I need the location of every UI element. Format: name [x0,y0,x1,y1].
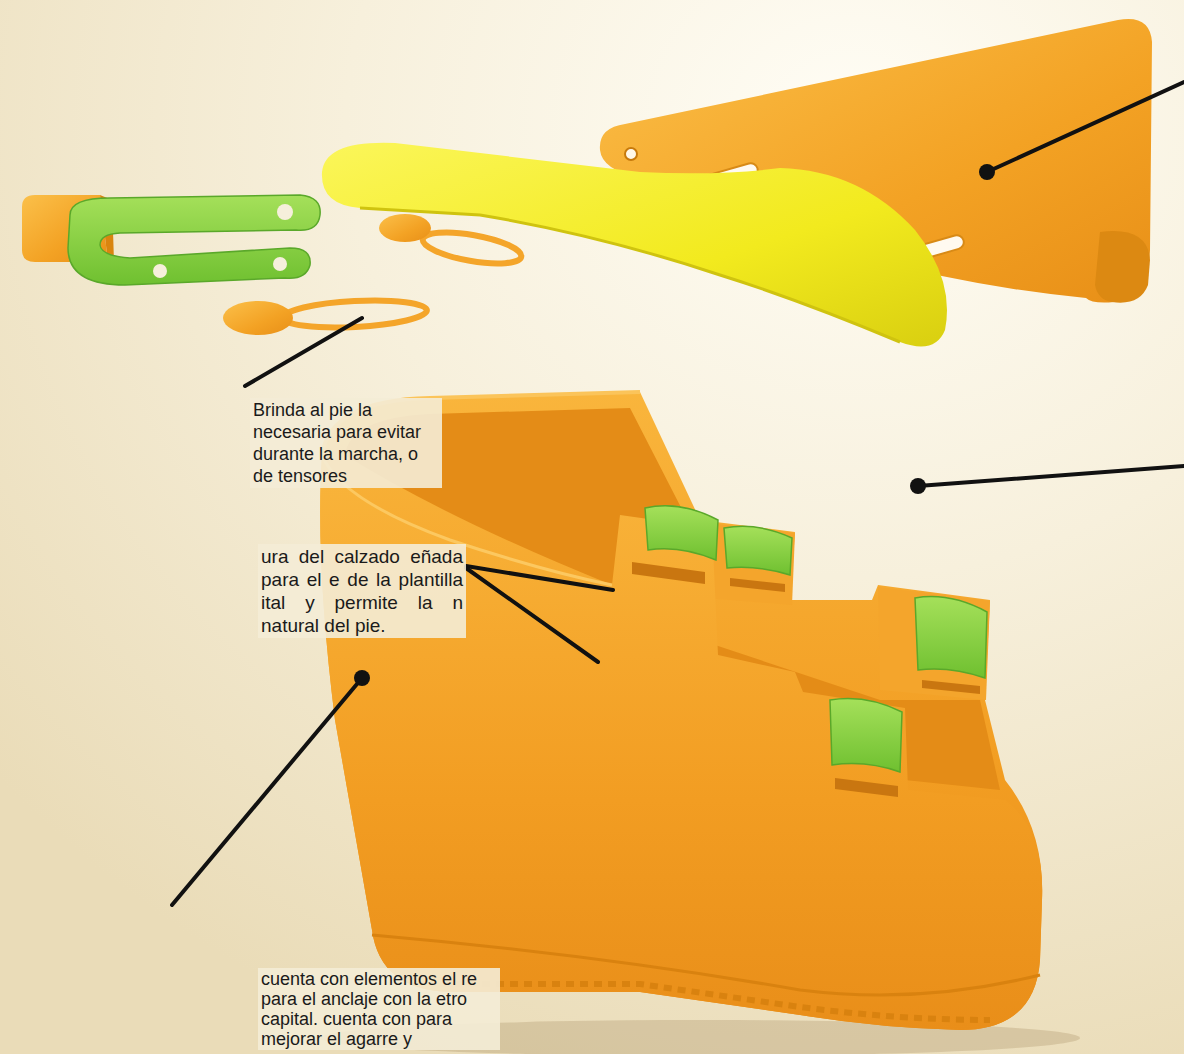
shoe-base [830,699,902,773]
insole [322,143,947,347]
shoe-base [440,984,990,1020]
green-strap [22,195,320,285]
leader-lines [172,82,1184,905]
leader-lines [466,566,613,590]
green-strap [277,204,293,220]
leader-dots [354,670,370,686]
tensor-pieces [421,227,524,270]
tensor-pieces [223,214,523,335]
tensor-pieces [223,301,293,335]
leader-dots [910,478,926,494]
shoe-base [320,455,1042,1030]
callout-text: Brinda al pie la necesaria para evitar d… [250,398,442,488]
shoe-base [915,597,987,678]
callout-text: cuenta con elementos el re para el ancla… [258,968,500,1050]
leader-lines [172,678,362,905]
leader-lines [466,568,598,662]
leader-lines [245,318,362,386]
dorsal-plate [625,148,637,160]
shoe-base [632,562,705,584]
leader-lines [987,82,1184,172]
insole [360,208,900,342]
shoe-base [730,578,785,592]
shoe-base [320,392,1080,1054]
tensor-pieces [379,214,431,242]
shoe-base [645,506,718,560]
leader-lines [918,466,1184,486]
tensor-pieces [282,297,427,331]
insole [322,143,947,347]
callout-text: ura del calzado eñada para el e de la pl… [258,544,466,638]
shoe-base [724,526,792,575]
dorsal-plate [1095,231,1150,303]
green-strap [273,257,287,271]
shoe-base [835,778,898,797]
green-strap [68,195,320,285]
leader-dots [979,164,995,180]
shoe-base [922,680,980,694]
green-strap [153,264,167,278]
shoe-base [878,587,990,700]
